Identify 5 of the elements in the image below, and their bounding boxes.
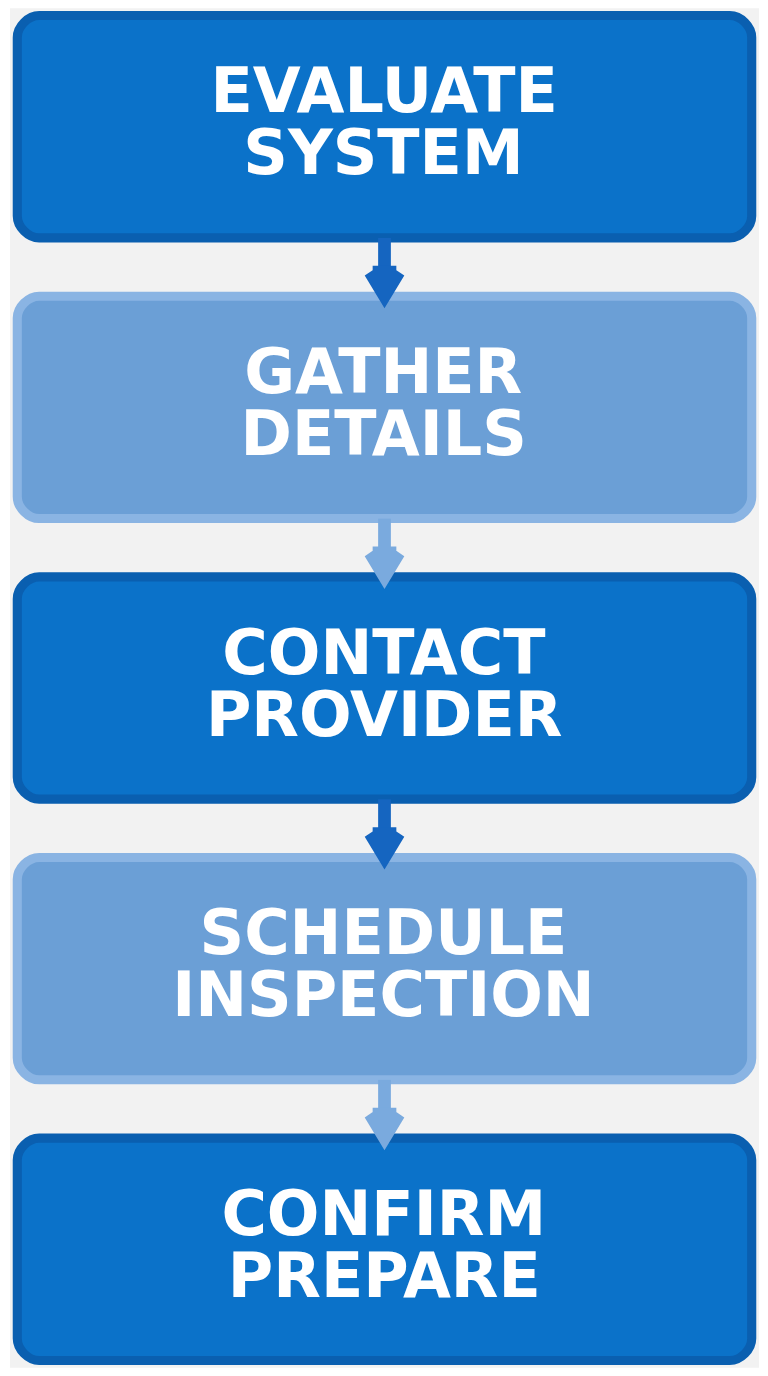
node-box: SCHEDULE INSPECTION bbox=[12, 852, 756, 1085]
node-box: CONTACT PROVIDER bbox=[12, 572, 756, 804]
node-box: CONFIRM PREPARE bbox=[12, 1133, 756, 1365]
node-box: GATHER DETAILS bbox=[12, 291, 756, 524]
node-box: EVALUATE SYSTEM bbox=[12, 11, 756, 243]
